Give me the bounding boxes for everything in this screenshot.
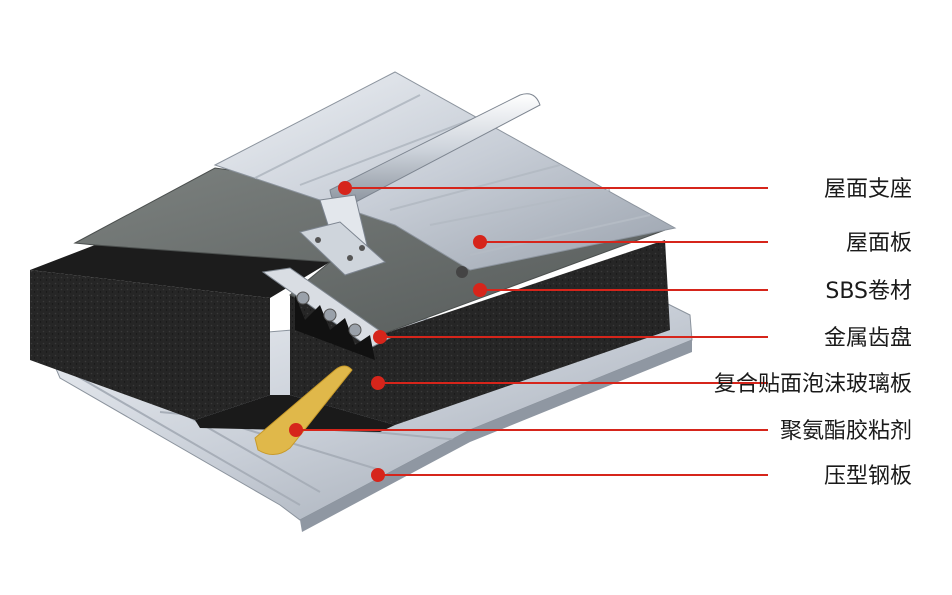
label-metal-tooth-plate: 金属齿盘: [824, 326, 912, 351]
label-sbs-membrane: SBS卷材: [825, 279, 912, 304]
foam-glass-block-graphic: [30, 240, 670, 432]
label-roof-bracket: 屋面支座: [824, 177, 912, 202]
label-pu-adhesive: 聚氨酯胶粘剂: [780, 419, 912, 444]
callouts: [289, 181, 768, 482]
dot-composite-foam-glass: [371, 376, 385, 390]
dot-pu-adhesive: [289, 423, 303, 437]
label-composite-foam-glass: 复合贴面泡沫玻璃板: [714, 372, 912, 397]
dot-sbs-membrane: [473, 283, 487, 297]
label-roof-panel: 屋面板: [846, 231, 912, 256]
dot-roof-panel: [473, 235, 487, 249]
label-profiled-steel-deck: 压型钢板: [824, 464, 912, 489]
metal-tooth-plate-graphic: [261, 267, 391, 360]
dot-roof-bracket: [338, 181, 352, 195]
label-group: 屋面支座 屋面板 SBS卷材 金属齿盘 复合贴面泡沫玻璃板 聚氨酯胶粘剂 压型钢…: [714, 177, 912, 489]
dot-profiled-steel-deck: [371, 468, 385, 482]
roof-panel-graphic: [213, 71, 677, 278]
dot-metal-tooth-plate: [373, 330, 387, 344]
adhesive-strip-graphic: [254, 365, 353, 455]
